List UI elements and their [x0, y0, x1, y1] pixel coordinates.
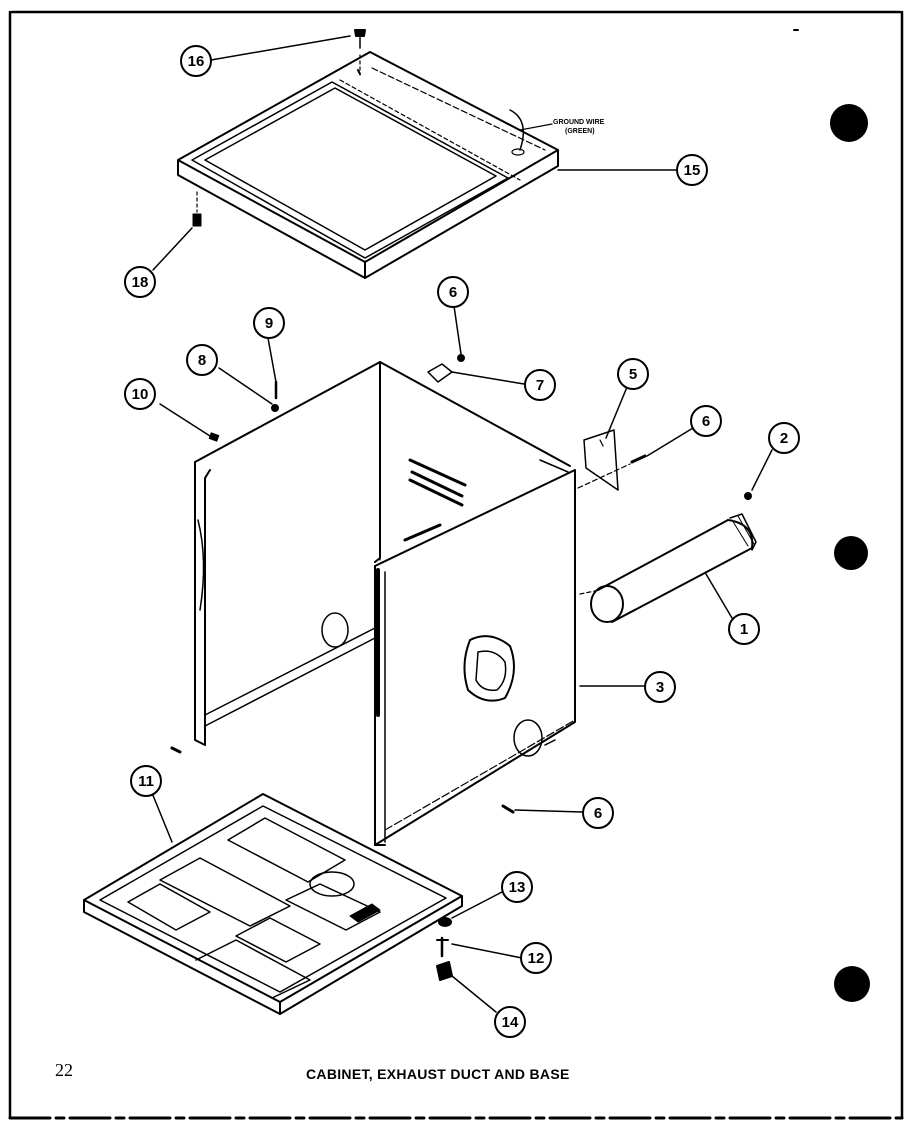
callout-8: 8	[186, 344, 218, 376]
callout-2: 2	[768, 422, 800, 454]
top-panel-drawing	[177, 51, 559, 279]
page-border	[8, 10, 904, 1120]
callout-13: 13	[501, 871, 533, 903]
callout-10: 10	[124, 378, 156, 410]
exhaust-duct-drawing	[579, 513, 757, 623]
callout-5: 5	[617, 358, 649, 390]
callout-16: 16	[180, 45, 212, 77]
cabinet-drawing	[194, 361, 576, 846]
callout-12: 12	[520, 942, 552, 974]
binder-hole-top	[830, 104, 868, 142]
callout-3: 3	[644, 671, 676, 703]
ground-wire-label: GROUND WIRE (GREEN)	[553, 118, 604, 136]
callout-7: 7	[524, 369, 556, 401]
callout-6-top: 6	[437, 276, 469, 308]
callout-9: 9	[253, 307, 285, 339]
diagram-caption: CABINET, EXHAUST DUCT AND BASE	[306, 1066, 570, 1082]
binder-hole-middle	[834, 536, 868, 570]
callout-6-right: 6	[690, 405, 722, 437]
base-drawing	[83, 793, 463, 1015]
binder-hole-bottom	[834, 966, 870, 1002]
callout-6-bottom: 6	[582, 797, 614, 829]
ground-wire-line1: GROUND WIRE	[553, 119, 605, 126]
callout-14: 14	[494, 1006, 526, 1038]
page-number: 22	[55, 1060, 73, 1080]
callout-18: 18	[124, 266, 156, 298]
callout-15: 15	[676, 154, 708, 186]
callout-1: 1	[728, 613, 760, 645]
callout-11: 11	[130, 765, 162, 797]
ground-wire-line2: (GREEN)	[565, 128, 595, 135]
